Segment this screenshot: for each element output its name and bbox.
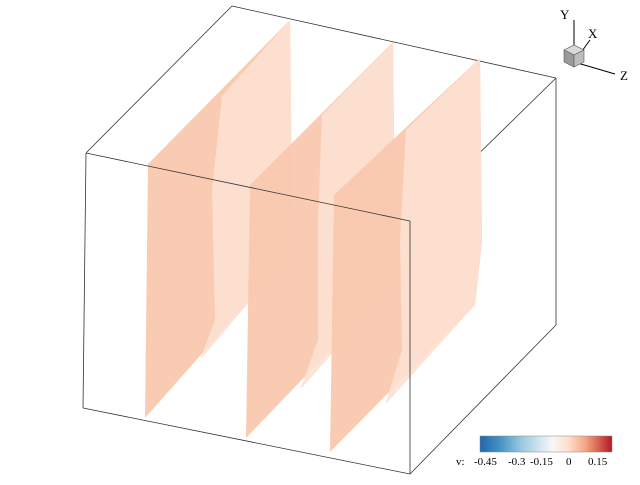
legend-tick-2: -0.3 <box>508 456 526 468</box>
legend-variable-label: v: <box>456 456 465 468</box>
axes-triad: Y X Z <box>560 7 628 83</box>
legend-tick-4: 0 <box>566 456 572 468</box>
legend-colorbar <box>479 435 613 453</box>
slice-3-light-region <box>385 58 482 405</box>
legend-tick-5: 0.15 <box>588 456 608 468</box>
legend-tick-3: -0.15 <box>530 456 553 468</box>
y-axis-label: Y <box>560 7 570 22</box>
slice-3 <box>330 58 482 452</box>
color-legend: v: -0.45 -0.3 -0.15 0 0.15 <box>456 435 613 468</box>
x-axis-label: X <box>588 26 598 41</box>
z-axis-line <box>573 61 616 75</box>
z-axis-label: Z <box>620 68 628 83</box>
cube-icon <box>563 44 585 68</box>
legend-tick-1: -0.45 <box>474 456 497 468</box>
box-front-edges <box>82 152 557 475</box>
